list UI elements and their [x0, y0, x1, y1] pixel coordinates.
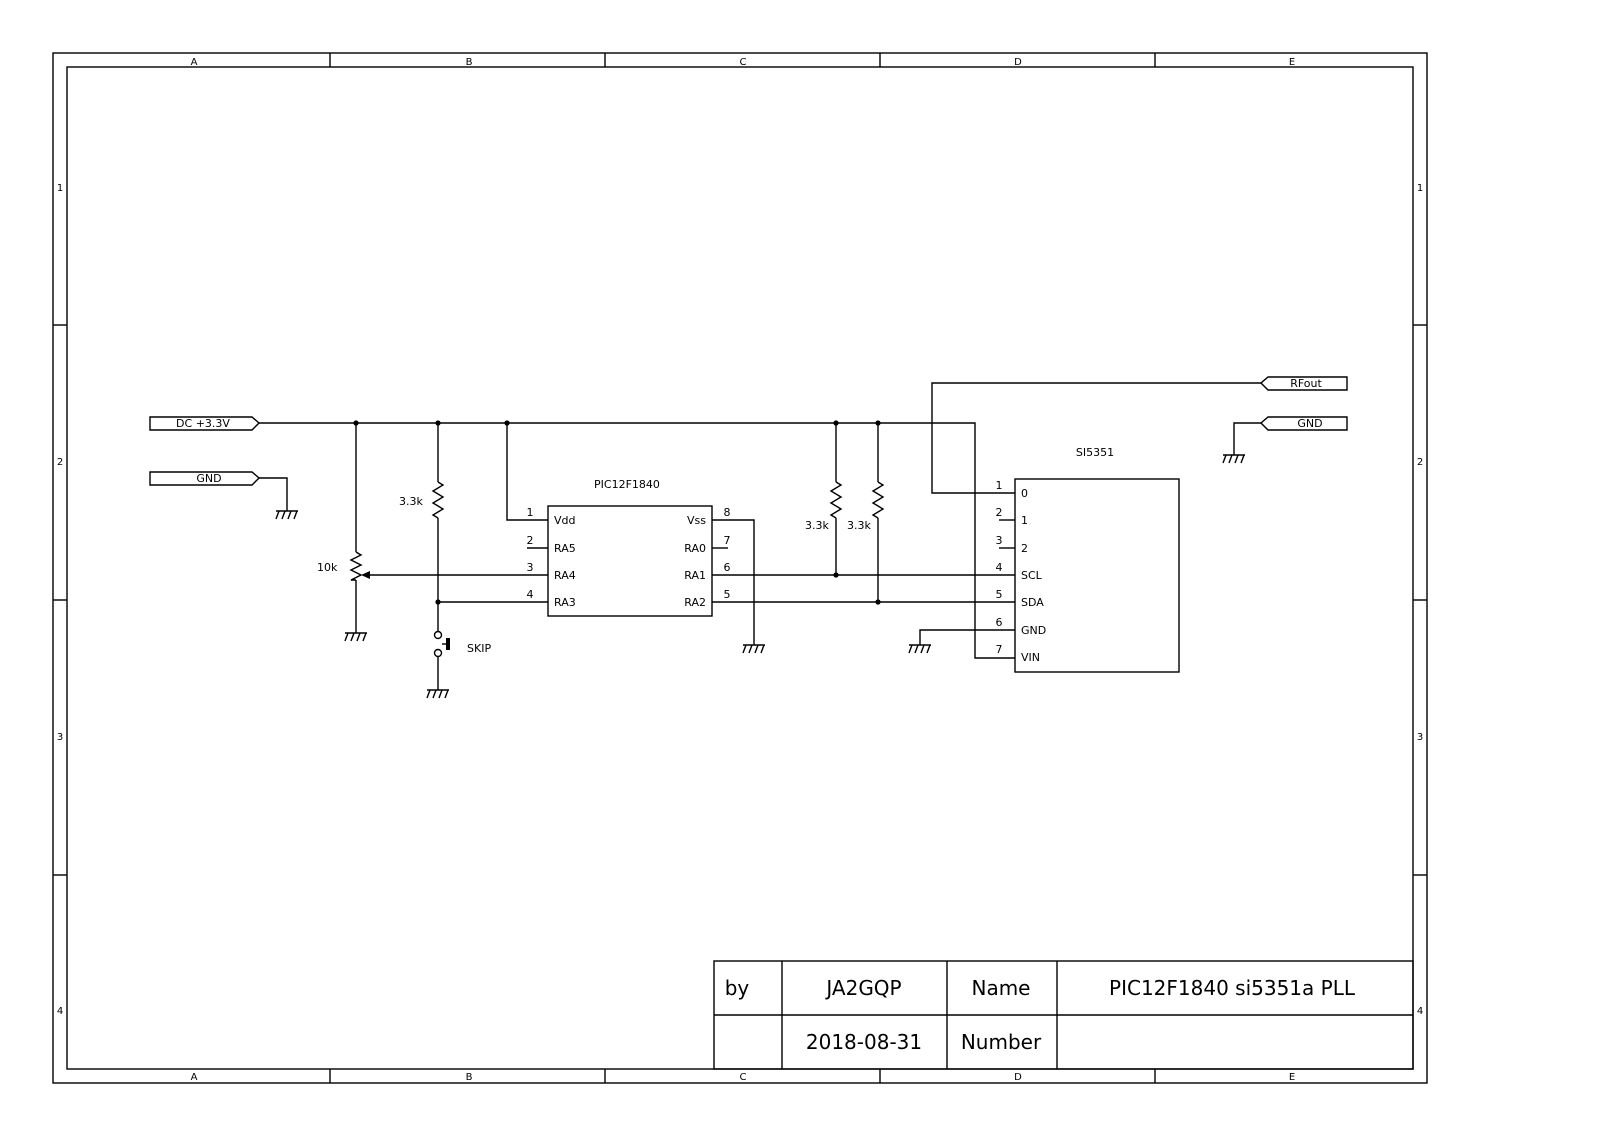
- port-gnd-left-label: GND: [196, 472, 221, 485]
- row-label-4: 4: [1417, 1006, 1423, 1017]
- frame-row-labels-right: 1 2 3 4: [1417, 183, 1423, 1017]
- resistor-scl-pullup-label: 3.3k: [805, 519, 829, 532]
- frame-column-labels-bottom: A B C D E: [191, 1072, 1296, 1083]
- resistor-3k3-switch-label: 3.3k: [399, 495, 423, 508]
- port-gnd-right-label: GND: [1297, 417, 1322, 430]
- row-label-4: 4: [57, 1006, 63, 1017]
- resistor-sda-pullup-icon: [871, 481, 885, 519]
- pic-pin-num: 6: [724, 561, 731, 574]
- port-dc-3v3: DC +3.3V: [149, 416, 261, 431]
- potentiometer-icon: [349, 551, 370, 581]
- si-pin-num: 6: [996, 616, 1003, 629]
- frame-row-labels-left: 1 2 3 4: [57, 183, 63, 1017]
- col-label-b: B: [466, 1072, 473, 1083]
- pic-pin-num: 3: [527, 561, 534, 574]
- si-pin-name: 0: [1021, 487, 1028, 500]
- si-pin-num: 2: [996, 506, 1003, 519]
- pic-pin-num: 7: [724, 534, 731, 547]
- row-label-2: 2: [1417, 457, 1423, 468]
- port-dc-label: DC +3.3V: [176, 417, 230, 430]
- pic-pin-num: 2: [527, 534, 534, 547]
- pic-pin-name: RA3: [554, 596, 576, 609]
- title-block-date: 2018-08-31: [806, 1030, 922, 1054]
- pic-pin-name: RA5: [554, 542, 576, 555]
- potentiometer-label: 10k: [317, 561, 338, 574]
- si-pin-name: GND: [1021, 624, 1046, 637]
- port-gnd-left: GND: [149, 471, 261, 486]
- ground-icon: [1222, 454, 1245, 464]
- si-pin-num: 4: [996, 561, 1003, 574]
- pic-pin-name: RA0: [684, 542, 706, 555]
- push-switch-icon: [433, 630, 450, 658]
- pic-pin-name: Vdd: [554, 514, 576, 527]
- port-rfout-label: RFout: [1290, 377, 1322, 390]
- port-gnd-right: GND: [1259, 416, 1348, 431]
- ground-icon: [275, 510, 298, 520]
- col-label-a: A: [191, 57, 198, 68]
- pic-pin-name: Vss: [687, 514, 706, 527]
- port-rfout: RFout: [1259, 376, 1348, 391]
- resistor-sda-pullup-label: 3.3k: [847, 519, 871, 532]
- ic-si-title: SI5351: [1076, 446, 1114, 459]
- col-label-d: D: [1014, 57, 1022, 68]
- pic-pin-num: 1: [527, 506, 534, 519]
- pic-pin-name: RA1: [684, 569, 706, 582]
- col-label-c: C: [740, 1072, 747, 1083]
- drawing-frame: [52, 52, 1428, 1084]
- row-label-1: 1: [1417, 183, 1423, 194]
- ic-si5351: SI5351 1 0 2 1 3 2 4 SCL 5 SDA 6 GND 7 V…: [996, 446, 1180, 673]
- pic-pin-name: RA4: [554, 569, 576, 582]
- title-block-name-label: Name: [971, 976, 1030, 1000]
- si-pin-name: 1: [1021, 514, 1028, 527]
- ic-pic-title: PIC12F1840: [594, 478, 660, 491]
- si-pin-name: VIN: [1021, 651, 1040, 664]
- si-pin-name: 2: [1021, 542, 1028, 555]
- title-block-name-value: PIC12F1840 si5351a PLL: [1109, 976, 1356, 1000]
- col-label-e: E: [1289, 1072, 1295, 1083]
- col-label-b: B: [466, 57, 473, 68]
- pic-pin-num: 5: [724, 588, 731, 601]
- col-label-a: A: [191, 1072, 198, 1083]
- title-block-by-label: by: [725, 976, 750, 1000]
- row-label-2: 2: [57, 457, 63, 468]
- row-label-3: 3: [1417, 732, 1423, 743]
- pic-pin-num: 8: [724, 506, 731, 519]
- resistor-3k3-switch-icon: [431, 481, 445, 519]
- resistor-scl-pullup-icon: [829, 481, 843, 519]
- pic-pin-num: 4: [527, 588, 534, 601]
- junctions: [353, 420, 881, 605]
- col-label-e: E: [1289, 57, 1295, 68]
- si-pin-name: SDA: [1021, 596, 1044, 609]
- si-pin-num: 3: [996, 534, 1003, 547]
- ground-icon: [426, 689, 449, 699]
- ic-pic12f1840: PIC12F1840 1 Vdd 2 RA5 3 RA4 4 RA3 8 Vss…: [527, 478, 731, 617]
- si-pin-num: 5: [996, 588, 1003, 601]
- row-label-3: 3: [57, 732, 63, 743]
- si-pin-num: 1: [996, 479, 1003, 492]
- wires: [259, 382, 1261, 690]
- title-block-number-label: Number: [961, 1030, 1042, 1054]
- title-block-author: JA2GQP: [824, 976, 901, 1000]
- si-pin-num: 7: [996, 643, 1003, 656]
- ground-icon: [742, 644, 765, 654]
- frame-column-labels-top: A B C D E: [191, 57, 1296, 68]
- pic-pin-name: RA2: [684, 596, 706, 609]
- col-label-d: D: [1014, 1072, 1022, 1083]
- title-block: by JA2GQP Name PIC12F1840 si5351a PLL 20…: [713, 960, 1414, 1070]
- ground-icon: [344, 632, 367, 642]
- ground-icon: [908, 644, 931, 654]
- col-label-c: C: [740, 57, 747, 68]
- row-label-1: 1: [57, 183, 63, 194]
- push-switch-label: SKIP: [467, 642, 491, 655]
- si-pin-name: SCL: [1021, 569, 1043, 582]
